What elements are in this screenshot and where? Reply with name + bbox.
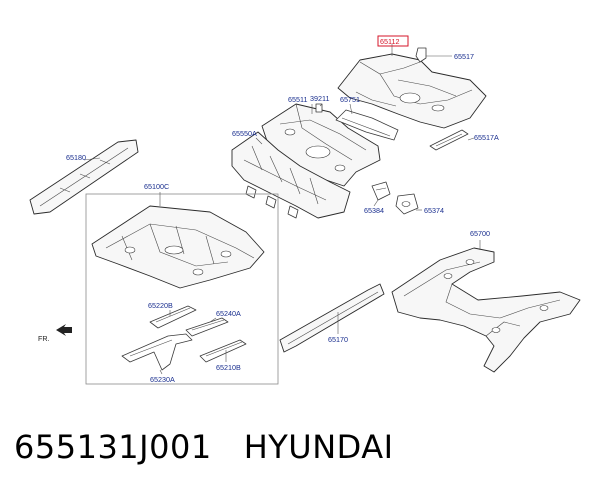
label-65511[interactable]: 65511: [288, 95, 307, 104]
label-65384[interactable]: 65384: [364, 206, 384, 215]
parts-diagram: 65112 65517 65511 39211 65751 65550A 655…: [29, 35, 581, 385]
label-65170[interactable]: 65170: [328, 335, 348, 344]
member-65210B: [199, 339, 247, 363]
front-floor-panel-65550A: [231, 131, 351, 219]
label-65240A[interactable]: 65240A: [216, 309, 241, 318]
label-65517[interactable]: 65517: [454, 52, 474, 61]
member-65230A: [121, 333, 193, 371]
group-box-65100C: [85, 193, 279, 385]
bracket-65384: [371, 181, 391, 201]
label-65751[interactable]: 65751: [340, 95, 360, 104]
front-label: FR.: [38, 334, 50, 343]
front-floor-65100C: [91, 205, 265, 289]
label-65180[interactable]: 65180: [66, 153, 86, 162]
label-65100C[interactable]: 65100C: [144, 182, 169, 191]
caption-brand: HYUNDAI: [243, 428, 394, 466]
side-sill-65170: [279, 283, 385, 353]
member-65220B: [149, 305, 197, 329]
label-65700[interactable]: 65700: [470, 229, 490, 238]
rear-floor-pan: [337, 53, 487, 129]
bracket-39211: [315, 103, 323, 113]
label-65550A[interactable]: 65550A: [232, 129, 257, 138]
caption-part-number: 655131J001: [14, 428, 212, 466]
crossmember-65751: [335, 109, 399, 141]
rear-subframe-65700: [391, 247, 581, 373]
front-arrow-icon: [56, 324, 72, 336]
member-65240A: [185, 317, 229, 337]
label-65210B[interactable]: 65210B: [216, 363, 241, 372]
caption: 655131J001 HYUNDAI: [14, 428, 394, 466]
side-sill-65180: [29, 139, 139, 215]
label-39211[interactable]: 39211: [310, 94, 329, 103]
label-65220B[interactable]: 65220B: [148, 301, 173, 310]
label-65517A[interactable]: 65517A: [474, 133, 499, 142]
label-65374[interactable]: 65374: [424, 206, 444, 215]
bracket-65374: [395, 193, 419, 215]
highlight-box: [377, 35, 409, 47]
bracket-65517A: [429, 129, 469, 151]
label-65112[interactable]: 65112: [380, 37, 399, 46]
clip-65517: [415, 47, 452, 63]
leader-lines: [83, 44, 481, 375]
label-65230A[interactable]: 65230A: [150, 375, 175, 384]
